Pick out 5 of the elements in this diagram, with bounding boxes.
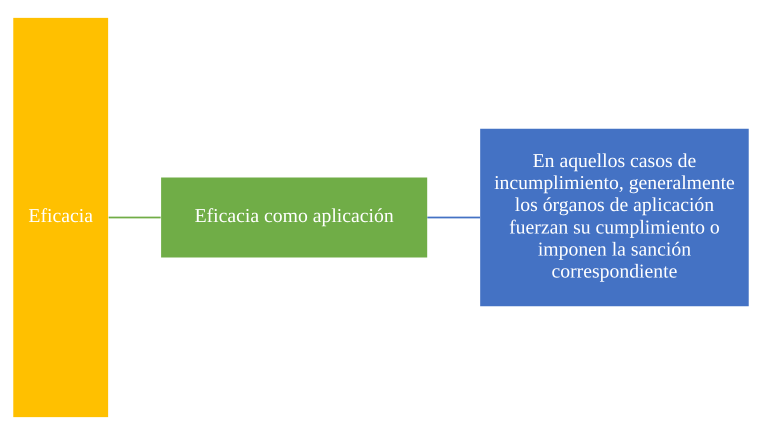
node-box: Eficacia como aplicación [161,176,428,258]
connector [108,216,161,218]
node-box: Eficacia [13,17,108,417]
connector [427,216,480,218]
node-box: En aquellos casos de incumplimiento, generalmente los órganos de aplicación fuerzan su cumplimiento o imponen la sanción correspondiente [480,128,749,306]
